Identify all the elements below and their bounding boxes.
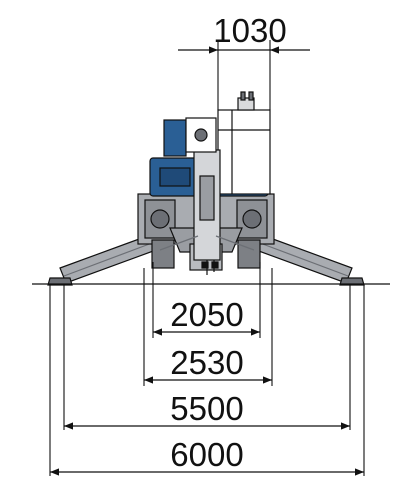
boom-column: [185, 117, 221, 275]
extension-lines: [49, 40, 365, 476]
dim-2050-label: 2050: [170, 296, 243, 333]
machine-illustration: [47, 91, 365, 286]
dim-1030-label: 1030: [213, 12, 286, 49]
left-outrigger: [47, 234, 157, 286]
cab: [217, 91, 271, 195]
right-outrigger: [255, 234, 365, 286]
dim-6000-label: 6000: [170, 436, 243, 473]
dim-2530-label: 2530: [170, 344, 243, 381]
dim-5500-label: 5500: [170, 390, 243, 427]
dimension-lines: [50, 46, 364, 476]
